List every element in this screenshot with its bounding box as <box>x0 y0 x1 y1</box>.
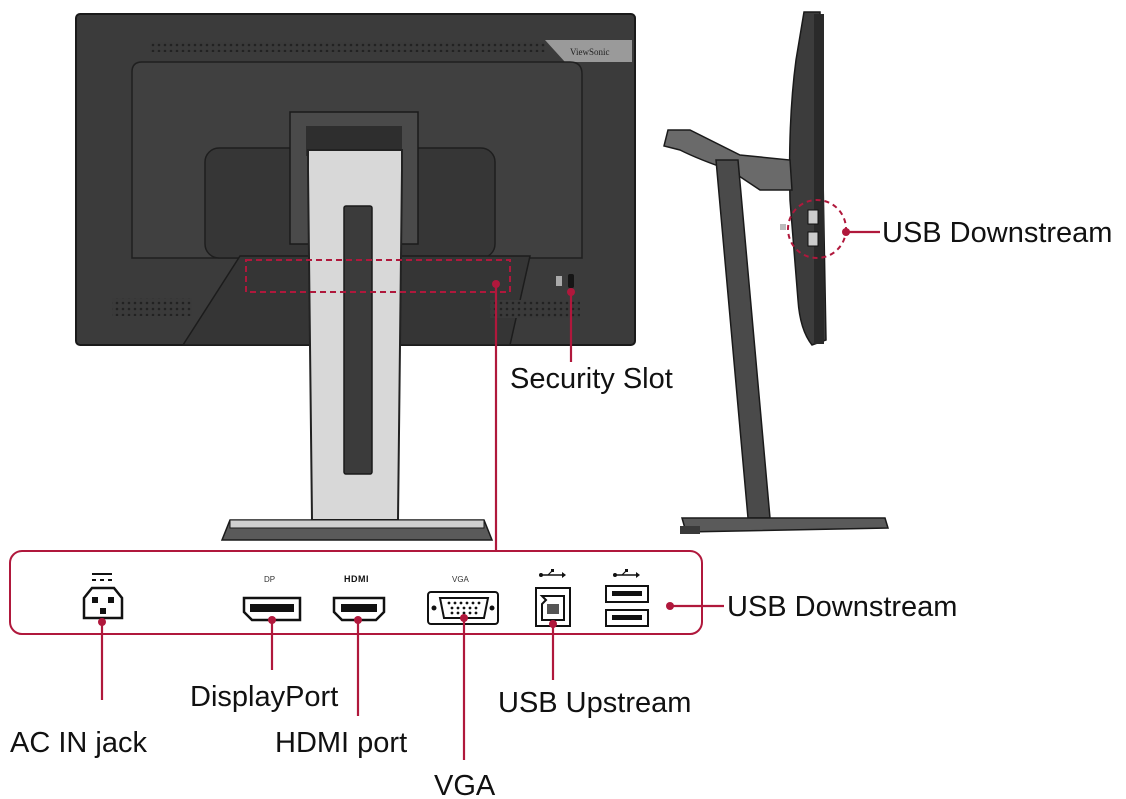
leader-dot-ac <box>98 618 106 626</box>
security-slot-hole <box>568 274 574 288</box>
side-usb-port-1 <box>807 209 819 225</box>
power-outlet-icon <box>82 586 124 620</box>
label-vga: VGA <box>434 770 496 799</box>
label-usb-downstream-panel: USB Downstream <box>727 591 957 623</box>
connector-panel <box>9 550 703 635</box>
usb-icon <box>539 569 566 578</box>
leader-dot-vga <box>460 614 468 622</box>
top-vent <box>150 42 545 52</box>
side-stand-base <box>681 517 890 533</box>
vga-panel-label: VGA <box>452 575 470 584</box>
leader-dot-usb-up <box>549 620 557 628</box>
stand-rear-view <box>220 111 494 541</box>
leader-dot-usb-side <box>842 228 850 236</box>
label-ac-in-jack: AC IN jack <box>10 727 147 759</box>
usb-icon <box>613 569 640 578</box>
leader-dot-io <box>492 280 500 288</box>
stand-base-top <box>229 519 485 529</box>
label-hdmi-port: HDMI port <box>275 727 407 759</box>
side-stand-column <box>715 159 771 519</box>
hdmi-panel-label: HDMI <box>344 574 369 584</box>
side-notch <box>780 224 786 230</box>
ac-in-jack <box>82 573 124 620</box>
left-vent <box>112 298 192 316</box>
stand-cable-slot <box>343 205 373 475</box>
dc-power-icon <box>92 573 112 581</box>
leader-dot-dp <box>268 616 276 624</box>
leader-dot-usb-panel <box>666 602 674 610</box>
side-panel-edge <box>814 14 824 344</box>
hdmi-connector: HDMI <box>332 574 386 622</box>
brand-plate <box>545 40 632 62</box>
label-security-slot: Security Slot <box>510 363 673 395</box>
leader-dot-security <box>567 288 575 296</box>
side-usb-port-2 <box>807 231 819 247</box>
side-base-foot <box>680 526 700 534</box>
right-vent <box>490 300 580 318</box>
io-highlight-box <box>245 259 511 293</box>
kensington-mark <box>556 276 562 286</box>
leader-dot-hdmi <box>354 616 362 624</box>
brand-logo: ViewSonic <box>570 47 609 57</box>
label-usb-downstream-side: USB Downstream <box>882 217 1112 249</box>
usb-upstream-connector <box>535 569 571 627</box>
monitor-side-view <box>663 11 890 534</box>
label-usb-upstream: USB Upstream <box>498 687 691 719</box>
vga-connector: VGA <box>427 575 499 625</box>
label-displayport: DisplayPort <box>190 681 338 713</box>
usb-downstream-connectors <box>605 569 649 627</box>
dp-panel-label: DP <box>264 575 275 584</box>
